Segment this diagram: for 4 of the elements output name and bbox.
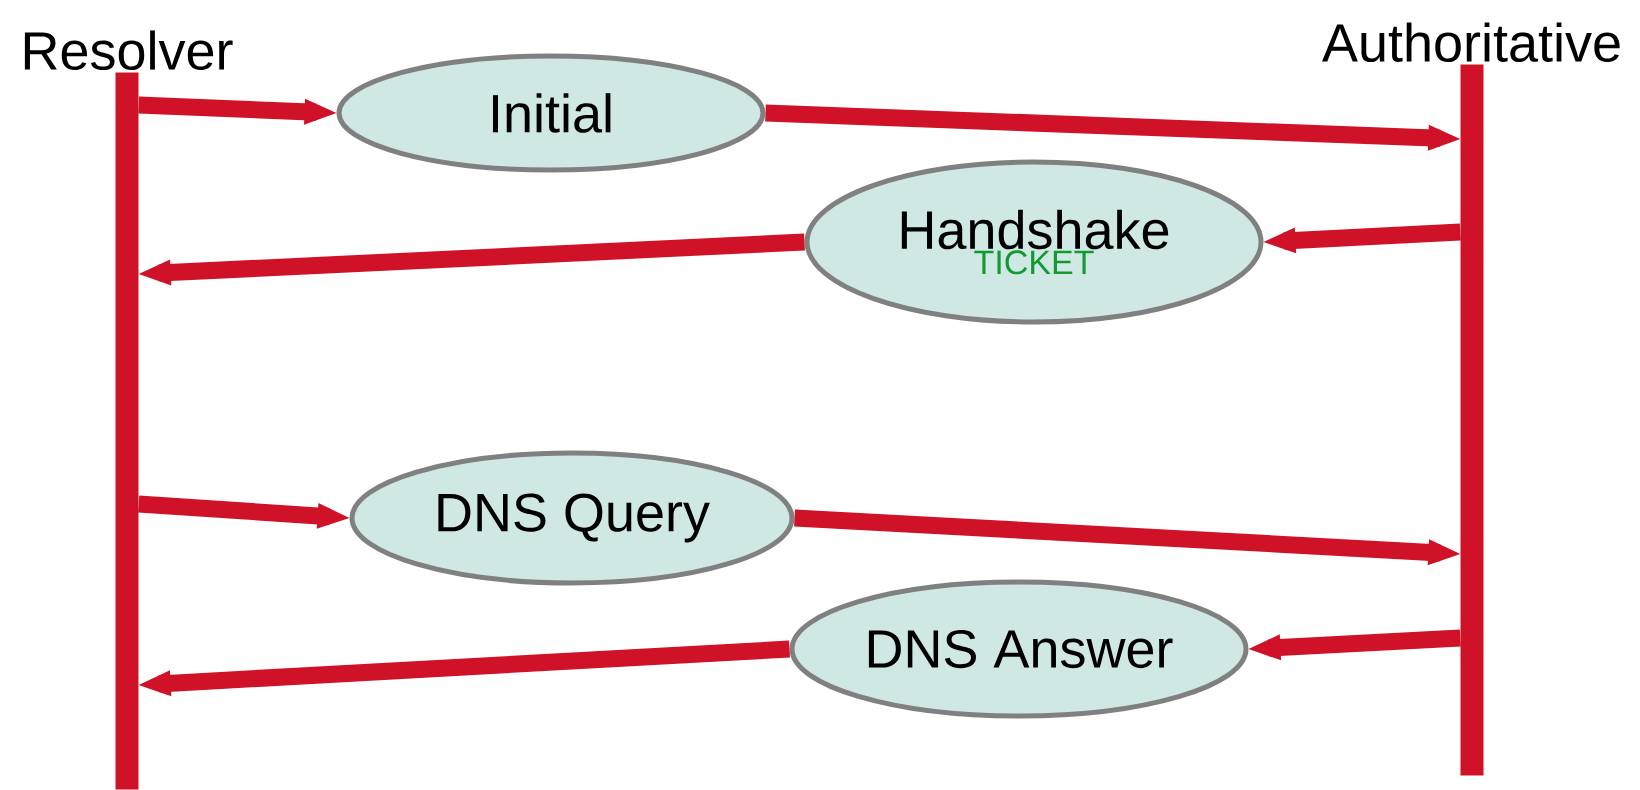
node-label: Authoritative xyxy=(1322,22,1620,63)
node-label: Resolver xyxy=(24,30,233,71)
lifeline-bar: Authoritative xyxy=(1322,22,1620,776)
lifeline-bar: Resolver xyxy=(24,30,233,790)
